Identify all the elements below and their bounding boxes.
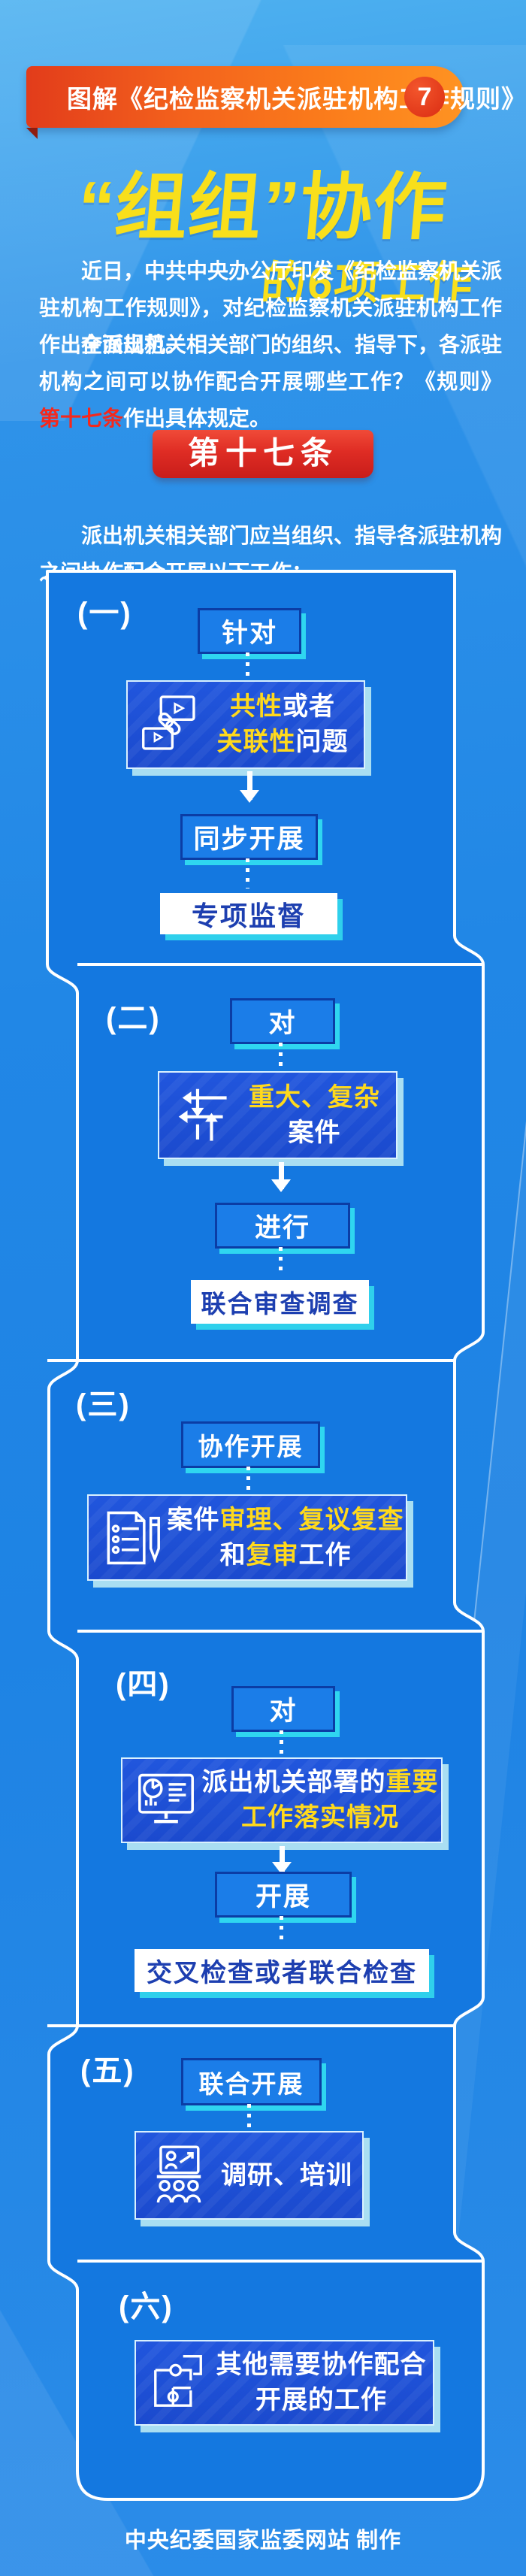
lead-sentence: 派出机关相关部门应当组织、指导各派驻机构之间协作配合开展以下工作：	[39, 524, 503, 584]
puzzle-icon	[154, 2355, 202, 2407]
card-1-number: (一)	[77, 597, 132, 630]
link-frames-icon	[142, 695, 195, 750]
dotted-connector	[279, 1247, 283, 1276]
card-2-result-box: 联合审查调查	[191, 1280, 369, 1324]
dotted-connector	[246, 652, 249, 680]
card-1-step-label: 针对	[221, 619, 277, 648]
card-4-topic-box: 派出机关部署的重要 工作落实情况	[121, 1757, 443, 1843]
card-2-topic-box: 重大、复杂 案件	[158, 1071, 398, 1159]
checklist-pencil-icon	[107, 1511, 160, 1564]
card-4-step-label: 对	[269, 1697, 298, 1726]
card-4-result-box: 交叉检查或者联合检查	[135, 1949, 429, 1992]
dotted-connector	[246, 858, 249, 888]
series-title: 图解《纪检监察机关派驻机构工作规则》	[67, 85, 526, 113]
card-2-number: (二)	[106, 1002, 161, 1035]
card-5-topic-box: 调研、培训	[135, 2131, 364, 2220]
card-3-step-label: 协作开展	[198, 1434, 304, 1461]
article-number-label: 第十七条	[187, 437, 338, 471]
card-1-topic-box: 共性或者 关联性问题	[126, 680, 365, 769]
card-2-step-box: 对	[230, 998, 335, 1044]
card-2-action-box: 进行	[215, 1203, 350, 1249]
card-1-topic-text: 共性或者 关联性问题	[216, 693, 349, 756]
article-number-banner: 第十七条	[125, 430, 401, 478]
arrow-connector	[240, 771, 259, 803]
series-ribbon: 图解《纪检监察机关派驻机构工作规则》 7	[26, 66, 526, 139]
intro-paragraph-2-text: 在派出机关相关部门的组织、指导下，各派驻机构之间可以协作配合开展哪些工作？《规则…	[39, 333, 503, 393]
card-2-step-label: 对	[268, 1009, 297, 1038]
card-3-topic-box: 案件审理、复议复查 和复审工作	[87, 1494, 407, 1581]
card-5-topic-text: 调研、培训	[221, 2161, 352, 2190]
card-4-step-box: 对	[231, 1686, 335, 1732]
training-presentation-icon	[156, 2145, 201, 2203]
card-2-topic-text: 重大、复杂 案件	[249, 1083, 380, 1147]
dotted-connector	[280, 1730, 283, 1754]
card-1-step-box: 针对	[198, 608, 301, 654]
card-3-step-box: 协作开展	[181, 1421, 320, 1468]
card-3-number: (三)	[76, 1388, 131, 1421]
intro-paragraph-1: 近日，中共中央办公厅印发《纪检监察机关派驻机构工作规则》，对纪检监察机关派驻机构…	[39, 259, 503, 356]
card-1-result-box: 专项监督	[160, 893, 337, 934]
card-2-action-label: 进行	[254, 1213, 310, 1243]
card-6-topic-box: 其他需要协作配合 开展的工作	[135, 2340, 434, 2426]
intro-paragraph-2: 在派出机关相关部门的组织、指导下，各派驻机构之间可以协作配合开展哪些工作？《规则…	[39, 326, 502, 437]
card-1-result-label: 专项监督	[191, 901, 306, 931]
card-3-topic-text: 案件审理、复议复查 和复审工作	[167, 1506, 404, 1570]
arrow-connector	[271, 1162, 291, 1192]
card-4-action-label: 开展	[255, 1882, 311, 1912]
dotted-connector	[247, 2104, 251, 2128]
dotted-connector	[279, 1043, 283, 1068]
card-5-number: (五)	[80, 2054, 135, 2087]
card-1-action-box: 同步开展	[180, 814, 318, 860]
arrow-connector	[272, 1846, 292, 1875]
dotted-connector	[280, 1916, 283, 1945]
article-highlight: 第十七条	[39, 407, 124, 430]
card-4-number: (四)	[116, 1668, 171, 1701]
crossing-arrows-icon	[178, 1088, 227, 1141]
card-6-topic-text: 其他需要协作配合 开展的工作	[216, 2351, 427, 2414]
monitor-chart-icon	[138, 1773, 194, 1824]
card-4-action-box: 开展	[215, 1872, 352, 1918]
card-2-result-label: 联合审查调查	[201, 1291, 359, 1318]
card-1-action-label: 同步开展	[193, 825, 305, 854]
card-6-number: (六)	[119, 2290, 174, 2323]
background-stripe-decoration	[403, 864, 526, 2293]
card-4-result-label: 交叉检查或者联合检查	[147, 1960, 417, 1987]
issue-number-badge: 7	[404, 77, 445, 117]
card-5-step-label: 联合开展	[198, 2071, 304, 2099]
card-5-step-box: 联合开展	[181, 2058, 322, 2105]
footer-credit: 中央纪委国家监委网站 制作	[124, 2529, 402, 2553]
page-title-line1: “组组”协作	[74, 166, 451, 248]
dotted-connector	[246, 1467, 250, 1492]
card-4-topic-text: 派出机关部署的重要 工作落实情况	[201, 1769, 439, 1832]
intro-paragraph-2-tail: 作出具体规定。	[123, 407, 271, 430]
